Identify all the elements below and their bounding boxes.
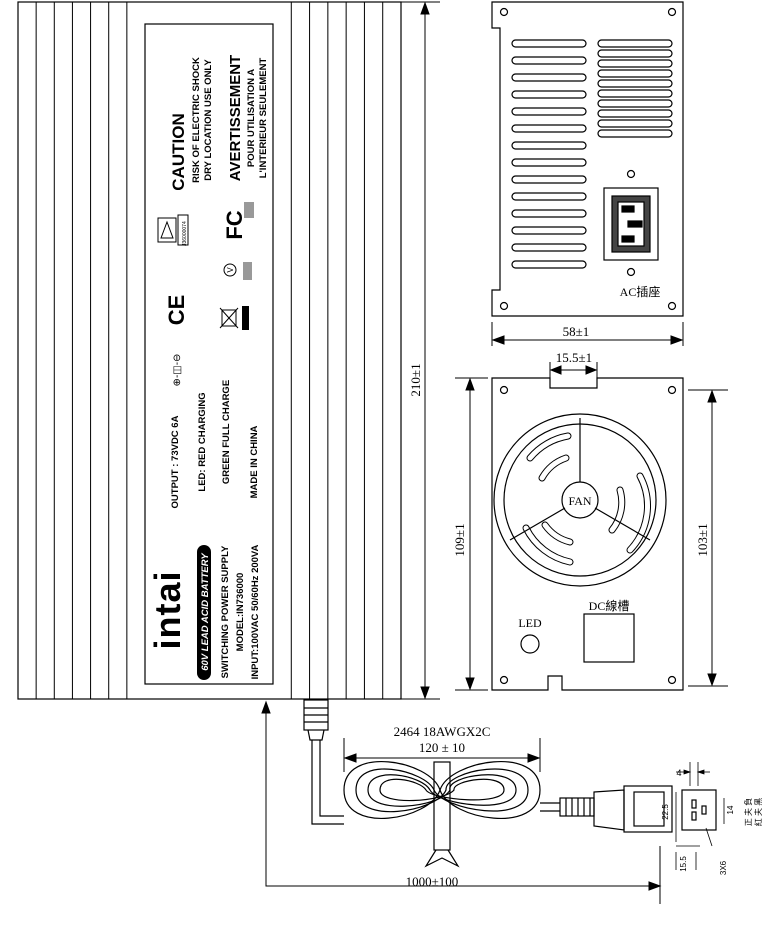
dc-slot	[583, 613, 635, 663]
v-mark: V	[223, 262, 252, 280]
vent-slot	[511, 124, 587, 133]
led-window	[520, 634, 540, 654]
vent-slot	[511, 192, 587, 201]
vent-slot	[511, 141, 587, 150]
dc-slot-label: DC線槽	[589, 598, 630, 613]
pour-text: POUR UTILISATION A	[246, 69, 257, 167]
ce-mark: CE	[164, 295, 189, 326]
plug-dim-22: 22.5	[661, 804, 670, 820]
model-text: MODEL:IN736000	[235, 573, 246, 652]
fins-left	[35, 2, 128, 699]
interieur-text: L'INTERIEUR SEULEMENT	[258, 58, 269, 179]
cable-spec-label: 2464 18AWGX2C	[394, 724, 491, 739]
height-left-label: 109±1	[452, 523, 467, 556]
width-dimension	[491, 322, 684, 378]
vent-slot	[597, 89, 673, 98]
green-text: GREEN FULL CHARGE	[221, 380, 232, 484]
charger-outline	[17, 1, 402, 700]
battery-text: 60V LEAD ACID BATTERY	[200, 552, 211, 671]
plug-dim-155: 15.5	[679, 856, 688, 872]
vent-slot	[597, 129, 673, 138]
cert-code-text: J36000074	[182, 221, 188, 246]
fan-label: FAN	[568, 494, 591, 508]
plug-face	[681, 789, 717, 831]
vent-slot	[511, 56, 587, 65]
vent-slot	[511, 90, 587, 99]
height-right-label: 103±1	[695, 523, 710, 556]
vent-slot	[511, 260, 587, 269]
ac-socket-frame	[603, 187, 659, 261]
fins-right	[290, 2, 384, 699]
risk-text: RISK OF ELECTRIC SHOCK	[191, 57, 202, 183]
vent-slot	[511, 175, 587, 184]
label-plate	[144, 23, 274, 685]
avert-text: AVERTISSEMENT	[227, 55, 244, 181]
plug-dim-4: 4	[676, 768, 681, 778]
vent-slot	[511, 107, 587, 116]
caution-text: CAUTION	[169, 113, 188, 190]
cable-length-label: 120 ± 10	[419, 740, 465, 755]
ac-end-view	[491, 1, 684, 317]
plug-dim-3x6: 3X6	[719, 860, 728, 875]
led-red-text: LED: RED CHARGING	[197, 392, 208, 491]
plug-dim-14: 14	[726, 805, 735, 814]
vent-slot	[511, 39, 587, 48]
brand-logo-text: intai	[147, 570, 188, 649]
height-dimensions	[455, 377, 728, 691]
charger-body	[17, 1, 402, 700]
vent-slot	[511, 158, 587, 167]
vent-slots	[511, 39, 673, 269]
vent-slot	[511, 73, 587, 82]
cord-length-label: 1000±100	[406, 874, 459, 889]
cable-dimensions	[261, 700, 662, 904]
vent-slot	[511, 243, 587, 252]
vent-slot	[597, 79, 673, 88]
vent-slot	[597, 109, 673, 118]
length-label: 210±1	[408, 363, 423, 396]
vent-slot	[597, 59, 673, 68]
label-text-block: CAUTION RISK OF ELECTRIC SHOCK DRY LOCAT…	[147, 55, 269, 680]
switching-text: SWITCHING POWER SUPPLY	[220, 545, 231, 678]
cert-triangle-mark: J36000074	[157, 214, 189, 246]
ac-socket-label: AC插座	[620, 284, 661, 299]
polarity-cn-2: 紅 夫 黑	[753, 798, 763, 826]
made-text: MADE IN CHINA	[249, 425, 260, 498]
v-text: V	[226, 267, 235, 273]
vent-slot	[511, 209, 587, 218]
cable-assembly	[303, 699, 717, 868]
vent-slot	[597, 39, 673, 48]
length-dimension	[401, 1, 440, 700]
led-label: LED	[518, 616, 542, 630]
vent-slot	[511, 226, 587, 235]
output-text: OUTPUT : 73VDC 6A	[170, 415, 181, 508]
vent-slot	[597, 119, 673, 128]
polarity-symbol: ⊕-◫-⊖	[172, 354, 183, 387]
vent-slot	[597, 99, 673, 108]
polarity-cn-1: 正 夫 負	[743, 798, 753, 826]
fan-outer-ring	[493, 413, 667, 587]
weee-bin-icon	[219, 306, 249, 330]
fc-text: FC	[222, 210, 247, 239]
fc-mark: FC	[222, 202, 254, 240]
plug-dimensions	[675, 762, 725, 870]
slot-label: 15.5±1	[556, 350, 592, 365]
fan-end-view	[491, 377, 684, 691]
vent-slot	[597, 69, 673, 78]
width-label: 58±1	[563, 324, 590, 339]
vent-slot	[597, 49, 673, 58]
battery-band	[197, 545, 211, 680]
input-text: INPUT:100VAC 50/60Hz 200VA	[250, 544, 261, 679]
dry-text: DRY LOCATION USE ONLY	[203, 59, 214, 181]
